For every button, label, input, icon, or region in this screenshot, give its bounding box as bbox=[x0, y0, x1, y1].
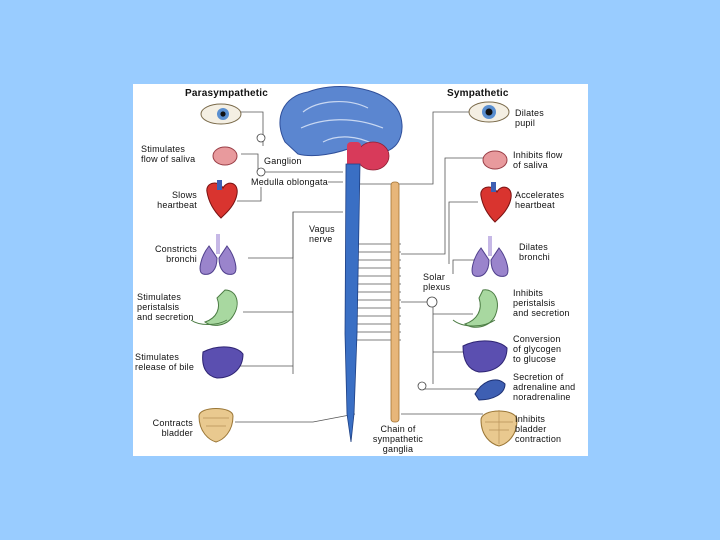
bladder-icon bbox=[198, 408, 234, 443]
chain-rungs bbox=[351, 243, 401, 341]
ganglion-icons bbox=[256, 133, 438, 391]
left-label-bronchi: Constricts bronchi bbox=[154, 244, 197, 264]
ganglion-icon bbox=[256, 133, 266, 143]
stomach-icon bbox=[190, 289, 238, 326]
right-label-peristalsis: Inhibits peristalsis and secretion bbox=[513, 288, 570, 318]
heart-icon bbox=[480, 182, 512, 223]
right-label-saliva: Inhibits flow of saliva bbox=[513, 150, 563, 170]
bladder-connector-left bbox=[235, 413, 356, 423]
solar-plexus-icon bbox=[426, 296, 438, 308]
medulla-label: Medulla oblongata bbox=[251, 177, 328, 187]
parasympathetic-header: Parasympathetic bbox=[185, 88, 269, 99]
adrenal-gland-icon bbox=[474, 379, 506, 401]
lungs-icon bbox=[471, 236, 509, 277]
salivary-gland-icon bbox=[212, 146, 238, 166]
diagram-artwork bbox=[190, 86, 518, 447]
lungs-icon bbox=[199, 234, 237, 275]
stomach-icon bbox=[452, 289, 498, 328]
right-label-bladder: Inhibits bladder contraction bbox=[515, 414, 562, 444]
liver-icon bbox=[462, 340, 508, 373]
ganglion-icon bbox=[417, 381, 427, 391]
vagus-label: Vagus nerve bbox=[309, 224, 335, 244]
saliva-connector-left bbox=[241, 153, 343, 173]
ganglion-label: Ganglion bbox=[264, 156, 302, 166]
solar-plexus-label: Solar plexus bbox=[423, 272, 451, 292]
ganglion-icon bbox=[256, 167, 266, 177]
bronchi-connector-right bbox=[452, 259, 478, 274]
left-label-bladder: Contracts bladder bbox=[152, 418, 193, 438]
saliva-connector-right bbox=[401, 157, 483, 255]
bladder-icon bbox=[480, 410, 518, 447]
right-label-glycogen: Conversion of glycogen to glucose bbox=[513, 334, 562, 364]
adrenal-connector-right bbox=[422, 384, 478, 390]
right-label-pupil: Dilates pupil bbox=[515, 108, 544, 128]
right-label-bronchi: Dilates bronchi bbox=[519, 242, 550, 262]
eye-icon bbox=[200, 103, 242, 125]
liver-icon bbox=[202, 346, 244, 379]
heart-icon bbox=[206, 180, 238, 219]
left-label-peristalsis: Stimulates peristalsis and secretion bbox=[137, 292, 194, 322]
spinal-cord bbox=[344, 163, 361, 443]
solar-plexus-bar bbox=[401, 301, 434, 384]
left-label-saliva: Stimulates flow of saliva bbox=[141, 144, 196, 164]
right-label-adrenaline: Secretion of adrenaline and noradrenalin… bbox=[513, 372, 576, 402]
heart-connector-right bbox=[448, 201, 478, 264]
right-label-heartbeat: Accelerates heartbeat bbox=[515, 190, 565, 210]
left-label-bile: Stimulates release of bile bbox=[135, 352, 195, 372]
chain-ganglia-label: Chain of sympathetic ganglia bbox=[372, 424, 424, 454]
autonomic-nervous-system-diagram: Parasympathetic Sympathetic Ganglion Med… bbox=[133, 84, 588, 456]
brain-icon bbox=[279, 86, 403, 171]
salivary-gland-icon bbox=[482, 150, 508, 170]
sympathetic-chain bbox=[390, 181, 400, 423]
eye-icon bbox=[468, 101, 510, 123]
left-label-heartbeat: Slows heartbeat bbox=[157, 190, 197, 210]
sympathetic-header: Sympathetic bbox=[447, 88, 509, 99]
